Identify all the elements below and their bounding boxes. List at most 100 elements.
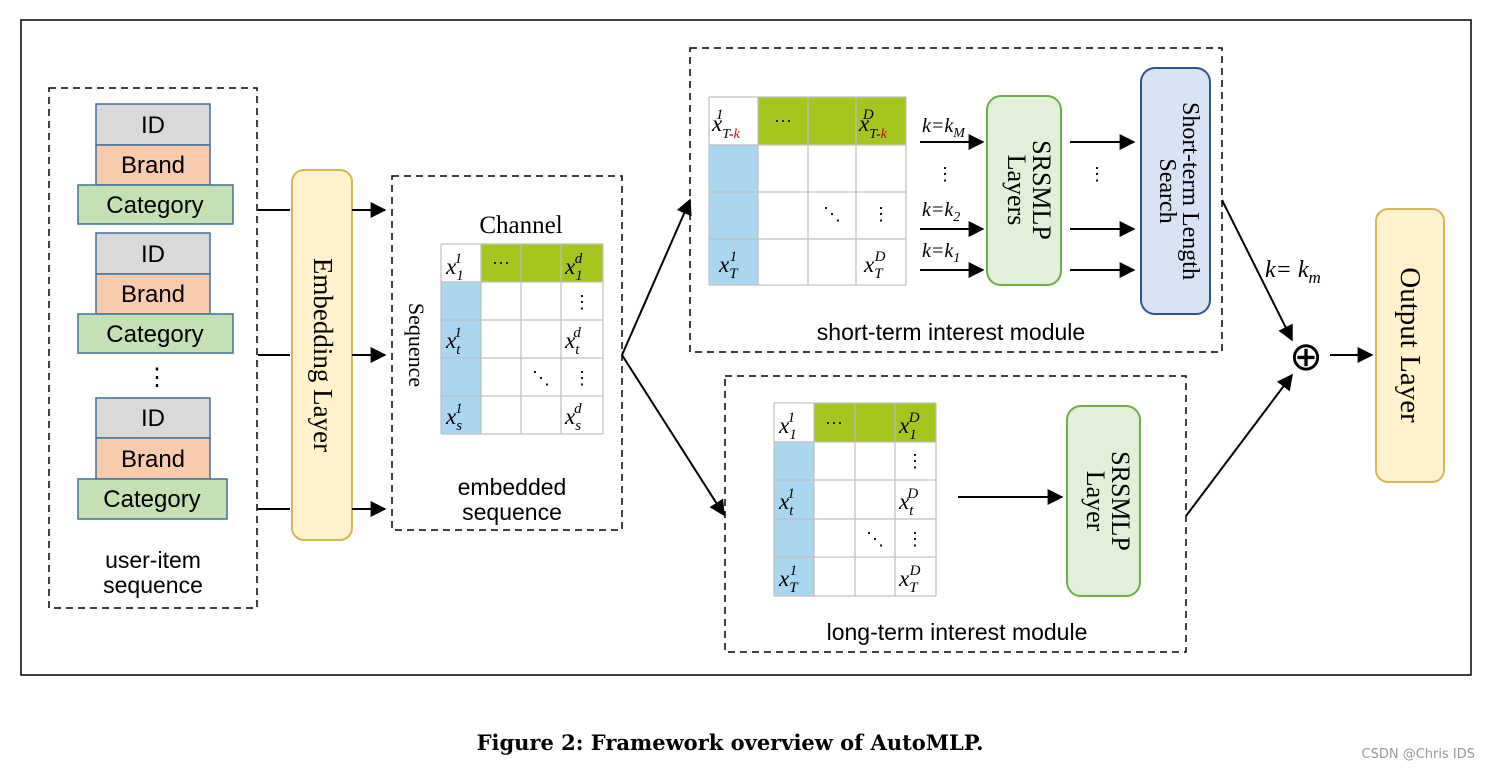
grid-cell-blue xyxy=(774,442,814,480)
length-search-label-line2: Search xyxy=(1154,158,1180,223)
embedded-sequence-border xyxy=(391,175,623,531)
cell-vdots: ⋮ xyxy=(573,368,591,388)
figure-caption: Figure 2: Framework overview of AutoMLP. xyxy=(477,730,984,755)
cell-ddots: ⋱ xyxy=(823,204,841,224)
grid-cell-blue xyxy=(709,145,758,192)
grid-cell-green xyxy=(758,97,906,145)
grid-cell-blue xyxy=(441,396,481,434)
output-layer-box xyxy=(1375,208,1445,483)
length-search-label-line1: Short-term Length xyxy=(1177,102,1203,280)
cell-x-T-1: xT1 xyxy=(778,563,799,596)
grid-cell-blue xyxy=(709,192,758,239)
long-term-module-border xyxy=(724,375,1187,653)
cell-ddots: ⋱ xyxy=(866,529,884,549)
category-label: Category xyxy=(103,486,200,513)
srsmlp-layers-label-line2: Layers xyxy=(1002,155,1031,226)
cell-x-1-1: x11 xyxy=(778,410,796,443)
cell-vdots: ⋮ xyxy=(906,529,924,549)
cell-x-t-1: xt1 xyxy=(445,325,462,358)
srsmlp-layer-box xyxy=(1066,405,1141,597)
grid-cell-blue xyxy=(441,282,481,320)
grid-cell-blue xyxy=(774,557,814,596)
short-term-grid xyxy=(708,96,907,286)
brand-label: Brand xyxy=(121,281,185,308)
cell-x-1-d: x1d xyxy=(564,251,583,284)
grid-cell-green xyxy=(481,244,603,282)
cell-x-t-1: xt1 xyxy=(778,486,795,519)
arrow xyxy=(621,354,725,517)
brand-label: Brand xyxy=(121,152,185,179)
cell-vdots: ⋮ xyxy=(872,204,890,224)
k-label-1: k=k1 xyxy=(922,240,960,266)
grid-cell-blue xyxy=(774,480,814,519)
brand-label: Brand xyxy=(121,446,185,473)
brand-box xyxy=(95,273,211,315)
srsmlp-layer-label-line1: SRSMLP xyxy=(1106,451,1135,551)
category-label: Category xyxy=(106,321,203,348)
brand-box xyxy=(95,144,211,186)
srsmlp-layer-label-line2: Layer xyxy=(1081,471,1110,532)
category-box xyxy=(77,478,228,520)
grid-cell-blue xyxy=(709,239,758,285)
category-box xyxy=(77,313,234,354)
cell-vdots: ⋮ xyxy=(573,292,591,312)
cell-x-s-1: xs1 xyxy=(445,401,463,434)
embedded-grid xyxy=(440,243,604,435)
category-label: Category xyxy=(106,192,203,219)
embedded-sequence-label-line2: sequence xyxy=(462,499,562,525)
arrow xyxy=(1221,199,1293,342)
cell-x-T-D: xTD xyxy=(863,249,886,282)
category-box xyxy=(77,184,234,225)
cell-ddots: ⋱ xyxy=(532,368,550,388)
cell-x-Tk-1: xT-k1 xyxy=(711,107,741,142)
k-label-M: k=kM xyxy=(922,115,966,141)
grid-cell-blue xyxy=(441,320,481,358)
arrow xyxy=(621,198,692,356)
cell-vdots: ⋮ xyxy=(906,451,924,471)
id-label: ID xyxy=(141,112,165,139)
long-term-grid xyxy=(773,402,937,597)
srsmlp-layers-label-line1: SRSMLP xyxy=(1027,140,1056,240)
cell-hdots: ··· xyxy=(774,110,792,130)
k-label-2: k=k2 xyxy=(922,199,960,225)
long-term-module: x11 ··· x1D ⋮ xt1 xtD ⋱ ⋮ xT1 xTD SRSMLP… xyxy=(724,375,1187,653)
brand-box xyxy=(95,437,211,480)
cell-x-1-D: x1D xyxy=(898,410,920,443)
watermark: CSDN @Chris IDS xyxy=(1362,747,1475,762)
cell-x-t-d: xtd xyxy=(564,325,581,358)
cell-x-T-D: xTD xyxy=(898,563,921,596)
arrow xyxy=(1185,373,1293,517)
cell-x-Tk-D: xT-kD xyxy=(858,107,888,142)
embedding-layer-label: Embedding Layer xyxy=(308,258,338,452)
input-group-border xyxy=(48,87,258,609)
length-search-box xyxy=(1140,67,1211,315)
cell-hdots: ··· xyxy=(492,252,510,272)
embedded-sequence: Channel Sequence x11 ··· x1d ⋮ xt1 xtd ⋱… xyxy=(391,175,623,531)
srsmlp-layers-box xyxy=(986,95,1062,286)
input-group-label-line1: user-item xyxy=(105,547,201,573)
id-box xyxy=(95,103,211,146)
input-group-label-line2: sequence xyxy=(103,572,203,598)
outer-frame xyxy=(20,19,1472,676)
short-term-module-label: short-term interest module xyxy=(817,319,1085,345)
cell-hdots: ··· xyxy=(825,412,843,432)
embedded-sequence-label-line1: embedded xyxy=(458,474,567,500)
channel-label: Channel xyxy=(479,212,562,239)
id-label: ID xyxy=(141,405,165,432)
short-term-module: xT-k1 ··· xT-kD ⋱ ⋮ xT1 xTD k=kM ⋮ k=k2 … xyxy=(689,47,1223,353)
k-equals-km-label: k= km xyxy=(1265,257,1321,287)
oplus-icon: ⊕ xyxy=(1289,335,1323,379)
long-term-module-label: long-term interest module xyxy=(827,619,1088,645)
cell-x-1-1: x11 xyxy=(445,251,463,284)
id-box xyxy=(95,232,211,275)
cell-x-T-1: xT1 xyxy=(718,249,739,282)
grid-cell-green xyxy=(814,403,936,442)
mid-vdots: ⋮ xyxy=(1088,164,1106,184)
input-group: ID Brand Category ID Brand Category ⋮ ID… xyxy=(48,87,258,609)
id-label: ID xyxy=(141,241,165,268)
k-vdots: ⋮ xyxy=(936,164,954,184)
output-layer-label: Output Layer xyxy=(1394,267,1426,423)
sequence-label: Sequence xyxy=(404,303,429,387)
grid-cell-blue xyxy=(441,358,481,396)
